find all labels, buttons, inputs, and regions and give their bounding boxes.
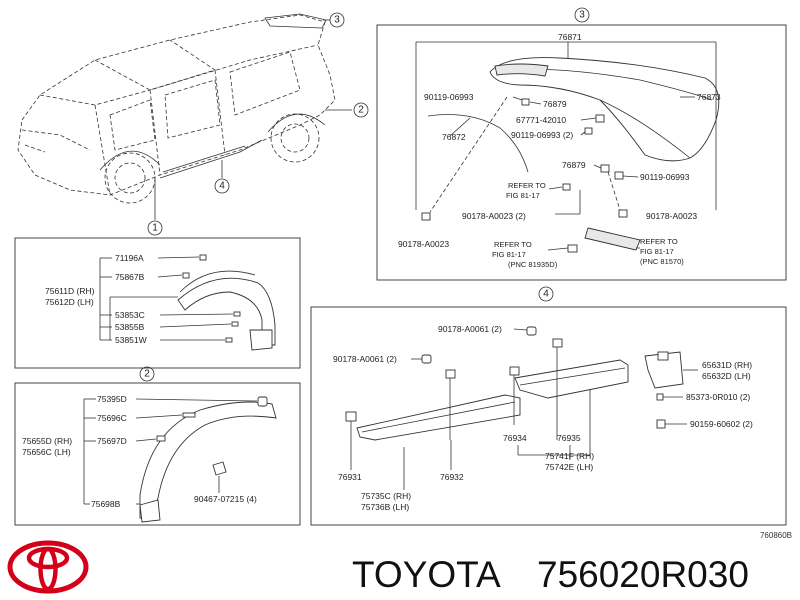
part-76935: 76935 — [557, 433, 581, 443]
part-75742e: 75742E (LH) — [545, 462, 593, 472]
part-53853c: 53853C — [115, 310, 145, 320]
refer-fig-3: FIG 81-17 — [640, 247, 674, 256]
panel-3 — [376, 24, 787, 281]
part-76871: 76871 — [558, 32, 582, 42]
part-85373-0r010: 85373-0R010 (2) — [686, 392, 750, 402]
panel-3-callout-circle — [574, 7, 590, 23]
refer-fig-2: FIG 81-17 — [492, 250, 526, 259]
part-90159-60602: 90159-60602 (2) — [690, 419, 753, 429]
part-number: 756020R030 — [537, 554, 749, 595]
part-90119-06993-b: 90119-06993 (2) — [511, 130, 573, 140]
refer-pnc-3: (PNC 81570) — [640, 257, 684, 266]
part-75736b: 75736B (LH) — [361, 502, 409, 512]
part-76879-a: 76879 — [543, 99, 567, 109]
callout-1-circle — [147, 220, 163, 236]
part-75735c: 75735C (RH) — [361, 491, 411, 501]
panel-4-callout: 4 — [543, 289, 549, 300]
brand-name: TOYOTA — [352, 554, 501, 595]
part-75696c: 75696C — [97, 413, 127, 423]
refer-to-1: REFER TO — [508, 181, 546, 190]
refer-pnc-2: (PNC 81935D) — [508, 260, 558, 269]
part-90178-a0061-a: 90178-A0061 (2) — [438, 324, 502, 334]
part-76879-b: 76879 — [562, 160, 586, 170]
callout-3-circle — [329, 12, 345, 28]
part-75698b: 75698B — [91, 499, 121, 509]
part-90178-a0023-c: 90178-A0023 — [646, 211, 697, 221]
panel-2-callout-circle — [139, 366, 155, 382]
part-75655d: 75655D (RH) — [22, 436, 72, 446]
toyota-logo-icon — [7, 540, 89, 594]
part-53855b: 53855B — [115, 322, 145, 332]
panel-4-callout-circle — [538, 286, 554, 302]
callout-4: 4 — [219, 181, 225, 192]
part-90178-a0061-b: 90178-A0061 (2) — [333, 354, 397, 364]
callout-1: 1 — [152, 223, 158, 234]
part-65632d: 65632D (LH) — [702, 371, 751, 381]
panel-4 — [310, 306, 787, 526]
part-76873: 76873 — [697, 92, 721, 102]
part-75612d: 75612D (LH) — [45, 297, 94, 307]
diagram-code: 760860B — [760, 531, 792, 540]
part-90119-06993-c: 90119-06993 — [640, 172, 690, 182]
part-75697d: 75697D — [97, 436, 127, 446]
panel-2 — [14, 382, 301, 526]
vehicle-overview — [17, 13, 352, 220]
part-71196a: 71196A — [115, 253, 144, 263]
refer-to-2: REFER TO — [494, 240, 532, 249]
part-75867b: 75867B — [115, 272, 145, 282]
panel-1 — [14, 237, 301, 369]
part-90178-a0023-b: 90178-A0023 — [398, 239, 449, 249]
part-75656c: 75656C (LH) — [22, 447, 71, 457]
part-76934: 76934 — [503, 433, 527, 443]
part-75611d: 75611D (RH) — [45, 286, 95, 296]
part-90178-a0023-a: 90178-A0023 (2) — [462, 211, 526, 221]
refer-to-3: REFER TO — [640, 237, 678, 246]
part-90119-06993-a: 90119-06993 — [424, 92, 474, 102]
part-90467-07215: 90467-07215 (4) — [194, 494, 257, 504]
part-76872: 76872 — [442, 132, 466, 142]
part-67771-42010: 67771-42010 — [516, 115, 566, 125]
refer-fig-1: FIG 81-17 — [506, 191, 540, 200]
part-53851w: 53851W — [115, 335, 147, 345]
callout-2-circle — [353, 102, 369, 118]
panel-3-callout: 3 — [579, 10, 585, 21]
part-75741f: 75741F (RH) — [545, 451, 594, 461]
part-65631d: 65631D (RH) — [702, 360, 752, 370]
part-75395d: 75395D — [97, 394, 127, 404]
callout-4-circle — [214, 178, 230, 194]
part-76932: 76932 — [440, 472, 464, 482]
panel-2-callout: 2 — [144, 369, 150, 380]
callout-3: 3 — [334, 15, 340, 26]
part-76931: 76931 — [338, 472, 362, 482]
callout-2: 2 — [358, 105, 364, 116]
